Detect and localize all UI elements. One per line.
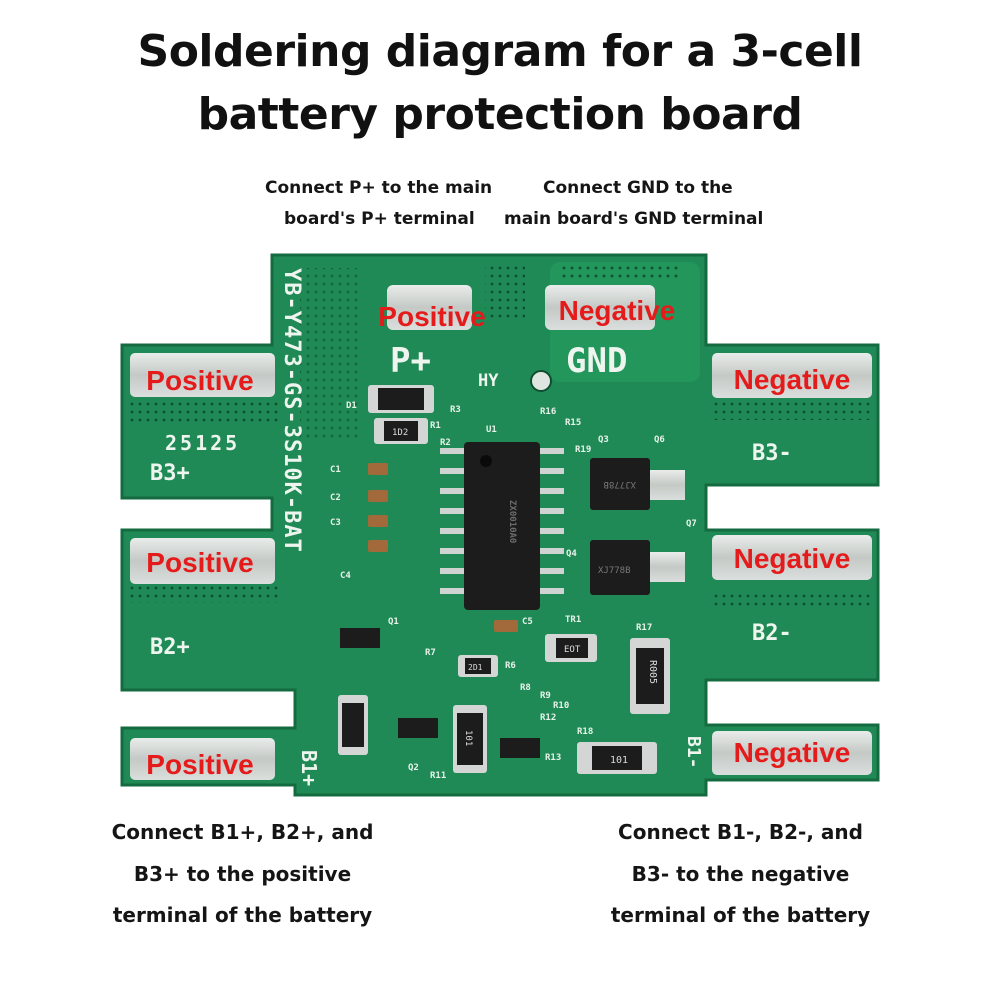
via-row bbox=[712, 400, 872, 420]
b2-negative-label: Negative bbox=[734, 543, 851, 574]
b2-plus-pad bbox=[130, 538, 275, 584]
resistor-r18: 101 bbox=[577, 742, 657, 774]
diode-d1-body bbox=[378, 388, 424, 410]
b1-minus-silk: B1- bbox=[683, 736, 704, 769]
b3-minus-pad bbox=[712, 353, 872, 398]
b2-minus-silk: B2- bbox=[752, 621, 792, 646]
p-plus-silk: P+ bbox=[390, 341, 431, 381]
left-note-line-2: B3+ to the positive bbox=[133, 862, 352, 886]
svg-text:C5: C5 bbox=[522, 617, 533, 627]
b1-plus-silk: B1+ bbox=[297, 750, 321, 786]
svg-text:R16: R16 bbox=[540, 407, 556, 417]
p-plus-note-line-2: board's P+ terminal bbox=[284, 209, 475, 229]
svg-text:R2: R2 bbox=[440, 438, 451, 448]
svg-text:R18: R18 bbox=[577, 727, 593, 737]
reference-designators: D1 R1 R2 R3 R16 R15 R19 U1 Q3 Q6 Q4 Q7 C… bbox=[330, 401, 697, 781]
via-field bbox=[485, 262, 525, 322]
svg-text:C3: C3 bbox=[330, 518, 341, 528]
right-note-line-3: terminal of the battery bbox=[610, 903, 871, 927]
resistor-r2: 1D2 bbox=[374, 418, 428, 444]
b3-plus-silk: B3+ bbox=[150, 461, 190, 486]
svg-text:R11: R11 bbox=[430, 771, 446, 781]
b1-plus-pad bbox=[130, 738, 275, 780]
svg-text:U1: U1 bbox=[486, 425, 497, 435]
svg-text:R10: R10 bbox=[553, 701, 569, 711]
svg-text:2D1: 2D1 bbox=[468, 663, 483, 672]
main-ic: ZX0010A0 bbox=[440, 442, 564, 610]
chip-marking: ZX0010A0 bbox=[507, 500, 517, 543]
mounting-hole bbox=[530, 370, 552, 392]
via-field bbox=[300, 268, 360, 438]
svg-text:D1: D1 bbox=[346, 401, 357, 411]
b1-minus-pad bbox=[712, 731, 872, 775]
right-note-line-1: Connect B1-, B2-, and bbox=[618, 820, 863, 844]
via-row bbox=[128, 585, 278, 603]
svg-text:Q4: Q4 bbox=[566, 549, 577, 559]
capacitors bbox=[368, 463, 518, 632]
svg-text:C1: C1 bbox=[330, 465, 341, 475]
svg-text:R13: R13 bbox=[545, 753, 561, 763]
b1-positive-label: Positive bbox=[146, 749, 253, 780]
svg-text:1D2: 1D2 bbox=[392, 428, 408, 438]
b1-negative-label: Negative bbox=[734, 737, 851, 768]
svg-text:R12: R12 bbox=[540, 713, 556, 723]
title-line-1: Soldering diagram for a 3-cell bbox=[137, 26, 863, 77]
top-negative-label: Negative bbox=[559, 295, 676, 326]
svg-text:C2: C2 bbox=[330, 493, 341, 503]
b3-negative-label: Negative bbox=[734, 364, 851, 395]
svg-text:R15: R15 bbox=[565, 418, 581, 428]
svg-text:R19: R19 bbox=[575, 445, 591, 455]
via-row bbox=[560, 262, 680, 280]
p-plus-pad bbox=[387, 285, 472, 330]
resistor-r17: R005 bbox=[630, 638, 670, 714]
left-note-line-3: terminal of the battery bbox=[112, 903, 373, 927]
svg-text:R7: R7 bbox=[425, 648, 436, 658]
top-positive-label: Positive bbox=[378, 301, 485, 332]
b3-positive-label: Positive bbox=[146, 365, 253, 396]
b3-minus-silk: B3- bbox=[752, 441, 792, 466]
right-note-line-2: B3- to the negative bbox=[631, 862, 850, 886]
p-plus-note-line-1: Connect P+ to the main bbox=[265, 178, 493, 198]
svg-text:R17: R17 bbox=[636, 623, 652, 633]
svg-text:R3: R3 bbox=[450, 405, 461, 415]
svg-text:XJ778B: XJ778B bbox=[603, 479, 636, 489]
gnd-note-line-2: main board's GND terminal bbox=[504, 209, 764, 229]
gnd-pad bbox=[545, 285, 655, 330]
svg-text:R9: R9 bbox=[540, 691, 551, 701]
svg-text:R005: R005 bbox=[647, 660, 658, 684]
svg-text:C4: C4 bbox=[340, 571, 351, 581]
svg-text:R1: R1 bbox=[430, 421, 441, 431]
hy-silk: HY bbox=[478, 371, 499, 391]
b2-plus-silk: B2+ bbox=[150, 635, 190, 660]
b2-minus-pad bbox=[712, 535, 872, 580]
via-row bbox=[128, 402, 278, 422]
svg-text:Q7: Q7 bbox=[686, 519, 697, 529]
svg-text:R8: R8 bbox=[520, 683, 531, 693]
via-row bbox=[712, 590, 872, 608]
title-line-2: battery protection board bbox=[197, 89, 803, 140]
svg-text:101: 101 bbox=[463, 730, 473, 746]
left-note-line-1: Connect B1+, B2+, and bbox=[111, 820, 374, 844]
date-code-silk: 25125 bbox=[165, 431, 240, 455]
gnd-note-line-1: Connect GND to the bbox=[543, 178, 733, 198]
svg-text:R6: R6 bbox=[505, 661, 516, 671]
svg-text:TR1: TR1 bbox=[565, 615, 581, 625]
mosfet-q3: XJ778B bbox=[590, 458, 685, 510]
b3-plus-pad bbox=[130, 353, 275, 397]
b2-positive-label: Positive bbox=[146, 547, 253, 578]
gnd-silk: GND bbox=[566, 341, 627, 381]
thermistor-tr1: EOT bbox=[545, 634, 597, 662]
svg-text:Q3: Q3 bbox=[598, 435, 609, 445]
model-silk: YB-Y473-GS-3S10K-BAT bbox=[279, 268, 304, 553]
svg-text:EOT: EOT bbox=[564, 645, 581, 655]
svg-text:Q6: Q6 bbox=[654, 435, 665, 445]
mosfet-q4: XJ778B bbox=[590, 540, 685, 595]
lower-components: 101 2D1 bbox=[338, 628, 540, 773]
svg-text:XJ778B: XJ778B bbox=[598, 566, 631, 576]
svg-text:Q1: Q1 bbox=[388, 617, 399, 627]
svg-text:101: 101 bbox=[610, 755, 628, 766]
svg-text:Q2: Q2 bbox=[408, 763, 419, 773]
